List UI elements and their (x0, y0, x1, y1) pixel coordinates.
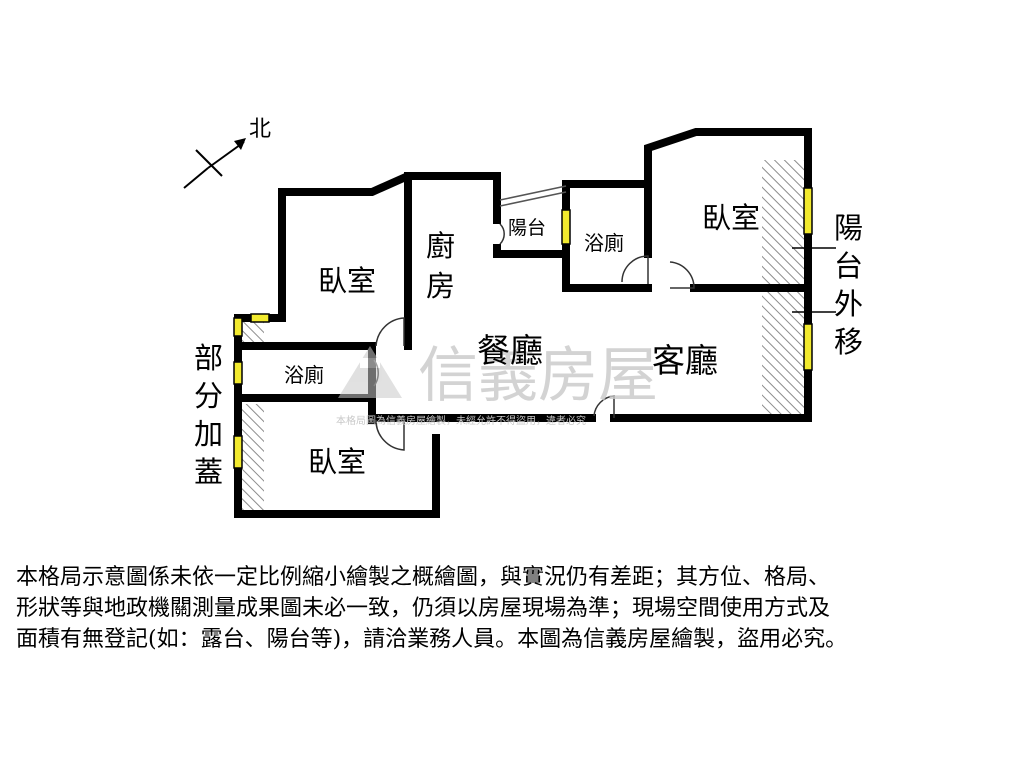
window-left-corner (233, 317, 243, 337)
window-right-bedroom (803, 187, 813, 235)
window-top-left-small (250, 313, 270, 323)
label-balcony-small: 陽台 (508, 217, 546, 239)
window-left-bedroom (233, 435, 243, 469)
disclaimer-line: 面積有無登記(如：露台、陽台等)，請洽業務人員。本圖為信義房屋繪製，盜用必究。 (16, 627, 848, 652)
annotation-char: 分 (194, 379, 223, 413)
annotation-partial-addition: 部 分 加 蓋 (194, 341, 223, 489)
annotation-char: 加 (194, 417, 223, 451)
window-left-bath (233, 361, 243, 385)
window-living (803, 323, 813, 371)
wall-top-right-bedroom (644, 128, 812, 258)
annotation-char: 部 (194, 341, 223, 375)
hatch-left-lower (240, 404, 264, 512)
label-bedroom-top-left: 臥室 (318, 264, 376, 298)
annotation-char: 陽 (834, 211, 863, 245)
label-living: 客廳 (652, 341, 718, 380)
watermark-brand: 信義房屋 (418, 341, 658, 411)
balcony-rail (499, 185, 567, 207)
wall-balcony-small (493, 244, 570, 258)
door-entrance (593, 395, 615, 418)
door-bedroom-bottom (375, 419, 405, 451)
annotation-char: 移 (834, 325, 863, 359)
label-bathroom-left: 浴廁 (284, 363, 324, 387)
disclaimer-text: 本格局示意圖係未依一定比例縮小繪製之概繪圖，與實況仍有差距；其方位、格局、 形狀… (16, 562, 1016, 655)
label-dining: 餐廳 (477, 331, 543, 370)
label-kitchen-line1: 廚 (426, 229, 455, 263)
door-balcony-small (499, 223, 505, 245)
door-kitchen-dining (375, 317, 405, 347)
windows (233, 187, 813, 469)
disclaimer-line: 本格局示意圖係未依一定比例縮小繪製之概繪圖，與實況仍有差距；其方位、格局、 (16, 565, 831, 590)
wall-top-left-outline (278, 172, 501, 322)
annotation-char: 台 (834, 249, 863, 283)
door-bedroom-top (669, 261, 695, 289)
annotation-leaders (792, 247, 836, 313)
room-labels: 臥室 廚 房 陽台 浴廁 臥室 餐廳 客廳 浴廁 臥室 (284, 201, 760, 479)
annotation-char: 蓋 (194, 455, 223, 489)
door-bath-top (621, 255, 649, 284)
label-bedroom-bottom: 臥室 (308, 445, 366, 479)
annotation-char: 外 (834, 287, 863, 321)
compass-north-label: 北 (249, 117, 271, 142)
compass-north-arrow: 北 (183, 117, 271, 189)
watermark-logo-icon (338, 346, 402, 398)
label-kitchen-line2: 房 (426, 269, 455, 303)
annotation-balcony-extension: 陽 台 外 移 (834, 211, 863, 359)
disclaimer-line: 形狀等與地政機關測量成果圖未必一致，仍須以房屋現場為準；現場空間使用方式及 (16, 596, 831, 621)
watermark-small-text: 本格局圖為信義房屋繪製，未經允許不得盜用，違者必究 (336, 414, 586, 427)
window-bath-top (561, 209, 571, 245)
label-bathroom-top: 浴廁 (584, 231, 624, 255)
floor-plan-diagram: 北 信義房屋 本格局圖為信義房屋繪製，未經允許不得盜用，違者必究 臥室 廚 房 … (183, 117, 863, 518)
label-bedroom-top-right: 臥室 (702, 201, 760, 235)
watermark: 信義房屋 本格局圖為信義房屋繪製，未經允許不得盜用，違者必究 (336, 341, 658, 427)
